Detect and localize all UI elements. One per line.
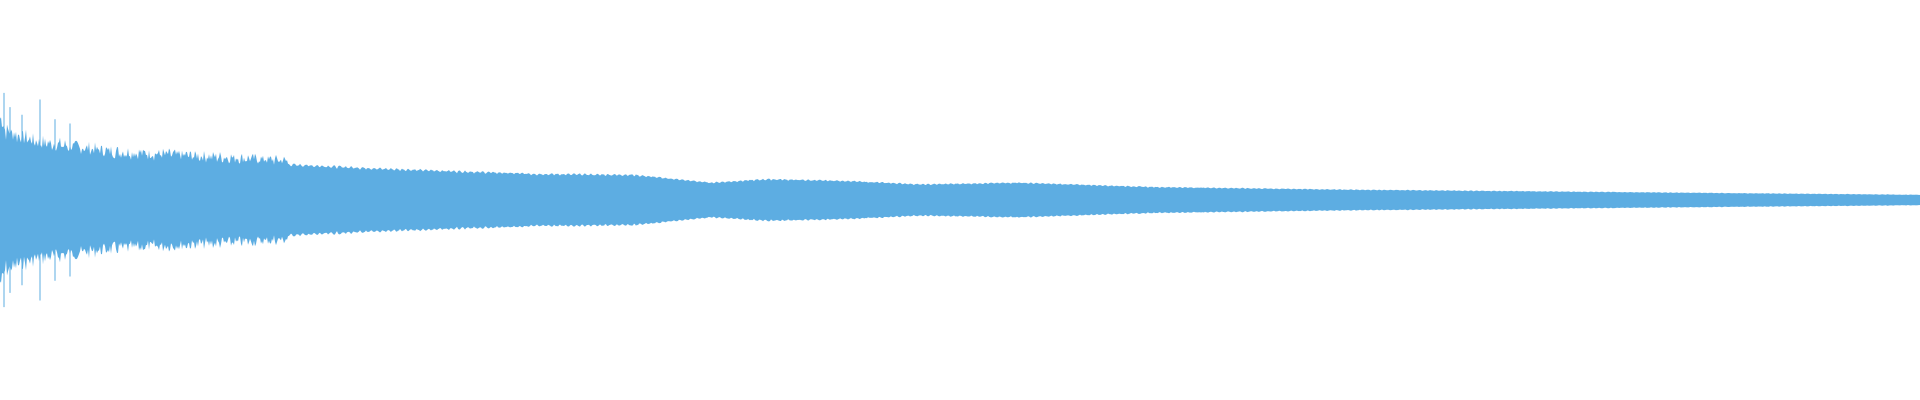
waveform-shape — [0, 117, 1920, 283]
waveform-peaks — [0, 92, 1920, 308]
